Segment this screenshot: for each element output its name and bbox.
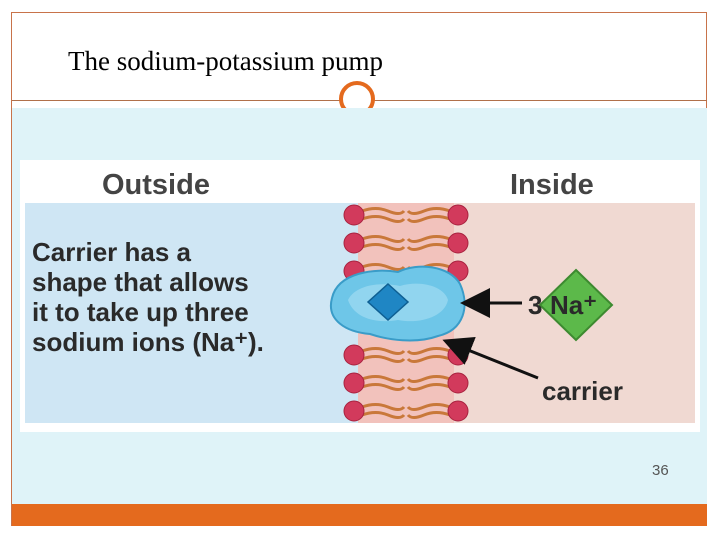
slide-title: The sodium-potassium pump — [68, 46, 383, 76]
lipid-head — [343, 400, 365, 422]
lipid-tail — [406, 355, 451, 363]
lipid-tail — [361, 243, 406, 251]
inside-label: Inside — [510, 169, 594, 201]
lipid-head — [343, 204, 365, 226]
lipid-head — [447, 232, 469, 254]
caption-line: sodium ions (Na⁺). — [32, 327, 264, 357]
outside-fluid — [25, 203, 361, 423]
lipid-tail — [361, 263, 406, 271]
lipid-head — [343, 232, 365, 254]
lipid-tail — [361, 215, 406, 223]
lipid-tail — [361, 355, 406, 363]
lipid-tail — [406, 235, 451, 243]
sodium-ion-diamond-icon — [538, 268, 614, 342]
lipid-tail — [406, 383, 451, 391]
lipid-tail — [361, 383, 406, 391]
caption-line: shape that allows — [32, 267, 249, 297]
lipid-tail — [361, 235, 406, 243]
sodium-pump-figure: Outside Inside Carrier has a shape that … — [20, 160, 700, 432]
lipid-head — [343, 344, 365, 366]
lipid-tail — [406, 375, 451, 383]
caption-line: it to take up three — [32, 297, 249, 327]
lipid-tail — [361, 375, 406, 383]
page-number: 36 — [652, 462, 669, 479]
lipid-tail — [406, 347, 451, 355]
lipid-head — [447, 400, 469, 422]
lipid-head — [447, 372, 469, 394]
ion-count: 3 — [528, 290, 542, 320]
caption-line: Carrier has a — [32, 237, 192, 267]
ion-label: Na⁺ — [550, 290, 597, 320]
arrow-icon — [442, 336, 539, 380]
lipid-tail — [361, 403, 406, 411]
outside-label: Outside — [102, 169, 210, 201]
carrier-protein — [329, 265, 466, 342]
lipid-head — [447, 204, 469, 226]
carrier-label: carrier — [542, 376, 623, 406]
lipid-tail — [361, 207, 406, 215]
lipid-tail — [361, 411, 406, 419]
lipid-tail — [361, 347, 406, 355]
lipid-tail — [406, 403, 451, 411]
binding-site-icon — [366, 282, 410, 322]
lipid-head — [343, 372, 365, 394]
lipid-tail — [406, 215, 451, 223]
lipid-tail — [406, 207, 451, 215]
lipid-tail — [406, 411, 451, 419]
bottom-accent-bar — [12, 504, 707, 526]
lipid-tail — [406, 243, 451, 251]
